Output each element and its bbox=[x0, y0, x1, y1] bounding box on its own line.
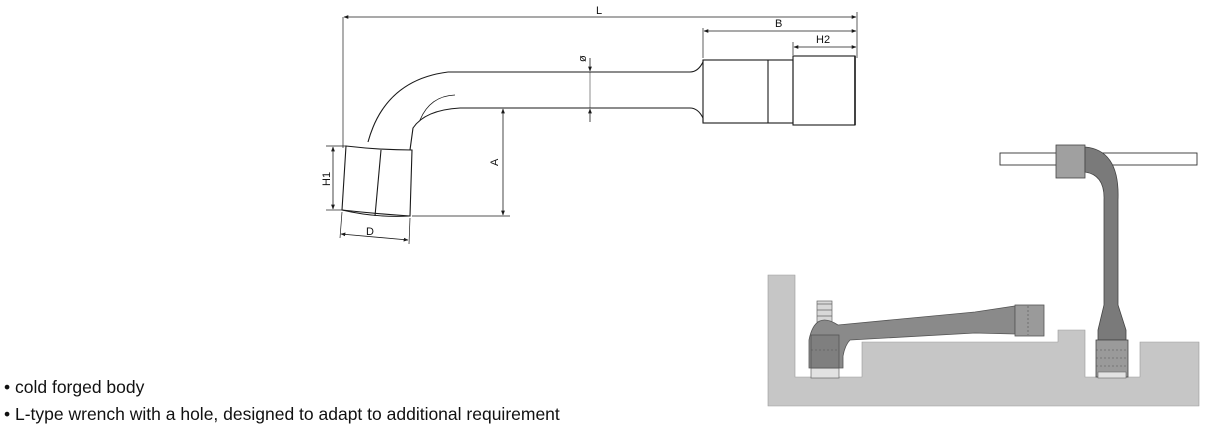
wrench-bend-inner bbox=[409, 107, 461, 151]
dimension-label-diameter: ø bbox=[577, 55, 589, 62]
dimension-label-B: B bbox=[775, 18, 782, 30]
wrench-long-socket bbox=[702, 59, 794, 124]
dimension-label-H1: H1 bbox=[321, 172, 333, 186]
feature-item: • cold forged body bbox=[4, 377, 145, 397]
usage-illustration bbox=[767, 144, 1200, 407]
dimension-label-H2: H2 bbox=[816, 34, 830, 46]
wrench-short-socket bbox=[341, 145, 413, 217]
wrench-shank bbox=[448, 60, 704, 73]
wrench-bend-outer bbox=[367, 71, 449, 143]
wrench-horizontal bbox=[808, 304, 1045, 369]
wrench-long-socket-end bbox=[792, 55, 856, 126]
dimension-label-A: A bbox=[489, 158, 501, 166]
dimension-label-L: L bbox=[596, 5, 602, 17]
feature-item: • L-type wrench with a hole, designed to… bbox=[4, 404, 560, 424]
wrench-dimension-drawing bbox=[326, 12, 858, 245]
feature-list: • cold forged body • L-type wrench with … bbox=[4, 374, 560, 428]
dimension-label-D: D bbox=[366, 226, 374, 238]
wrench-vertical-with-bar bbox=[999, 144, 1198, 379]
